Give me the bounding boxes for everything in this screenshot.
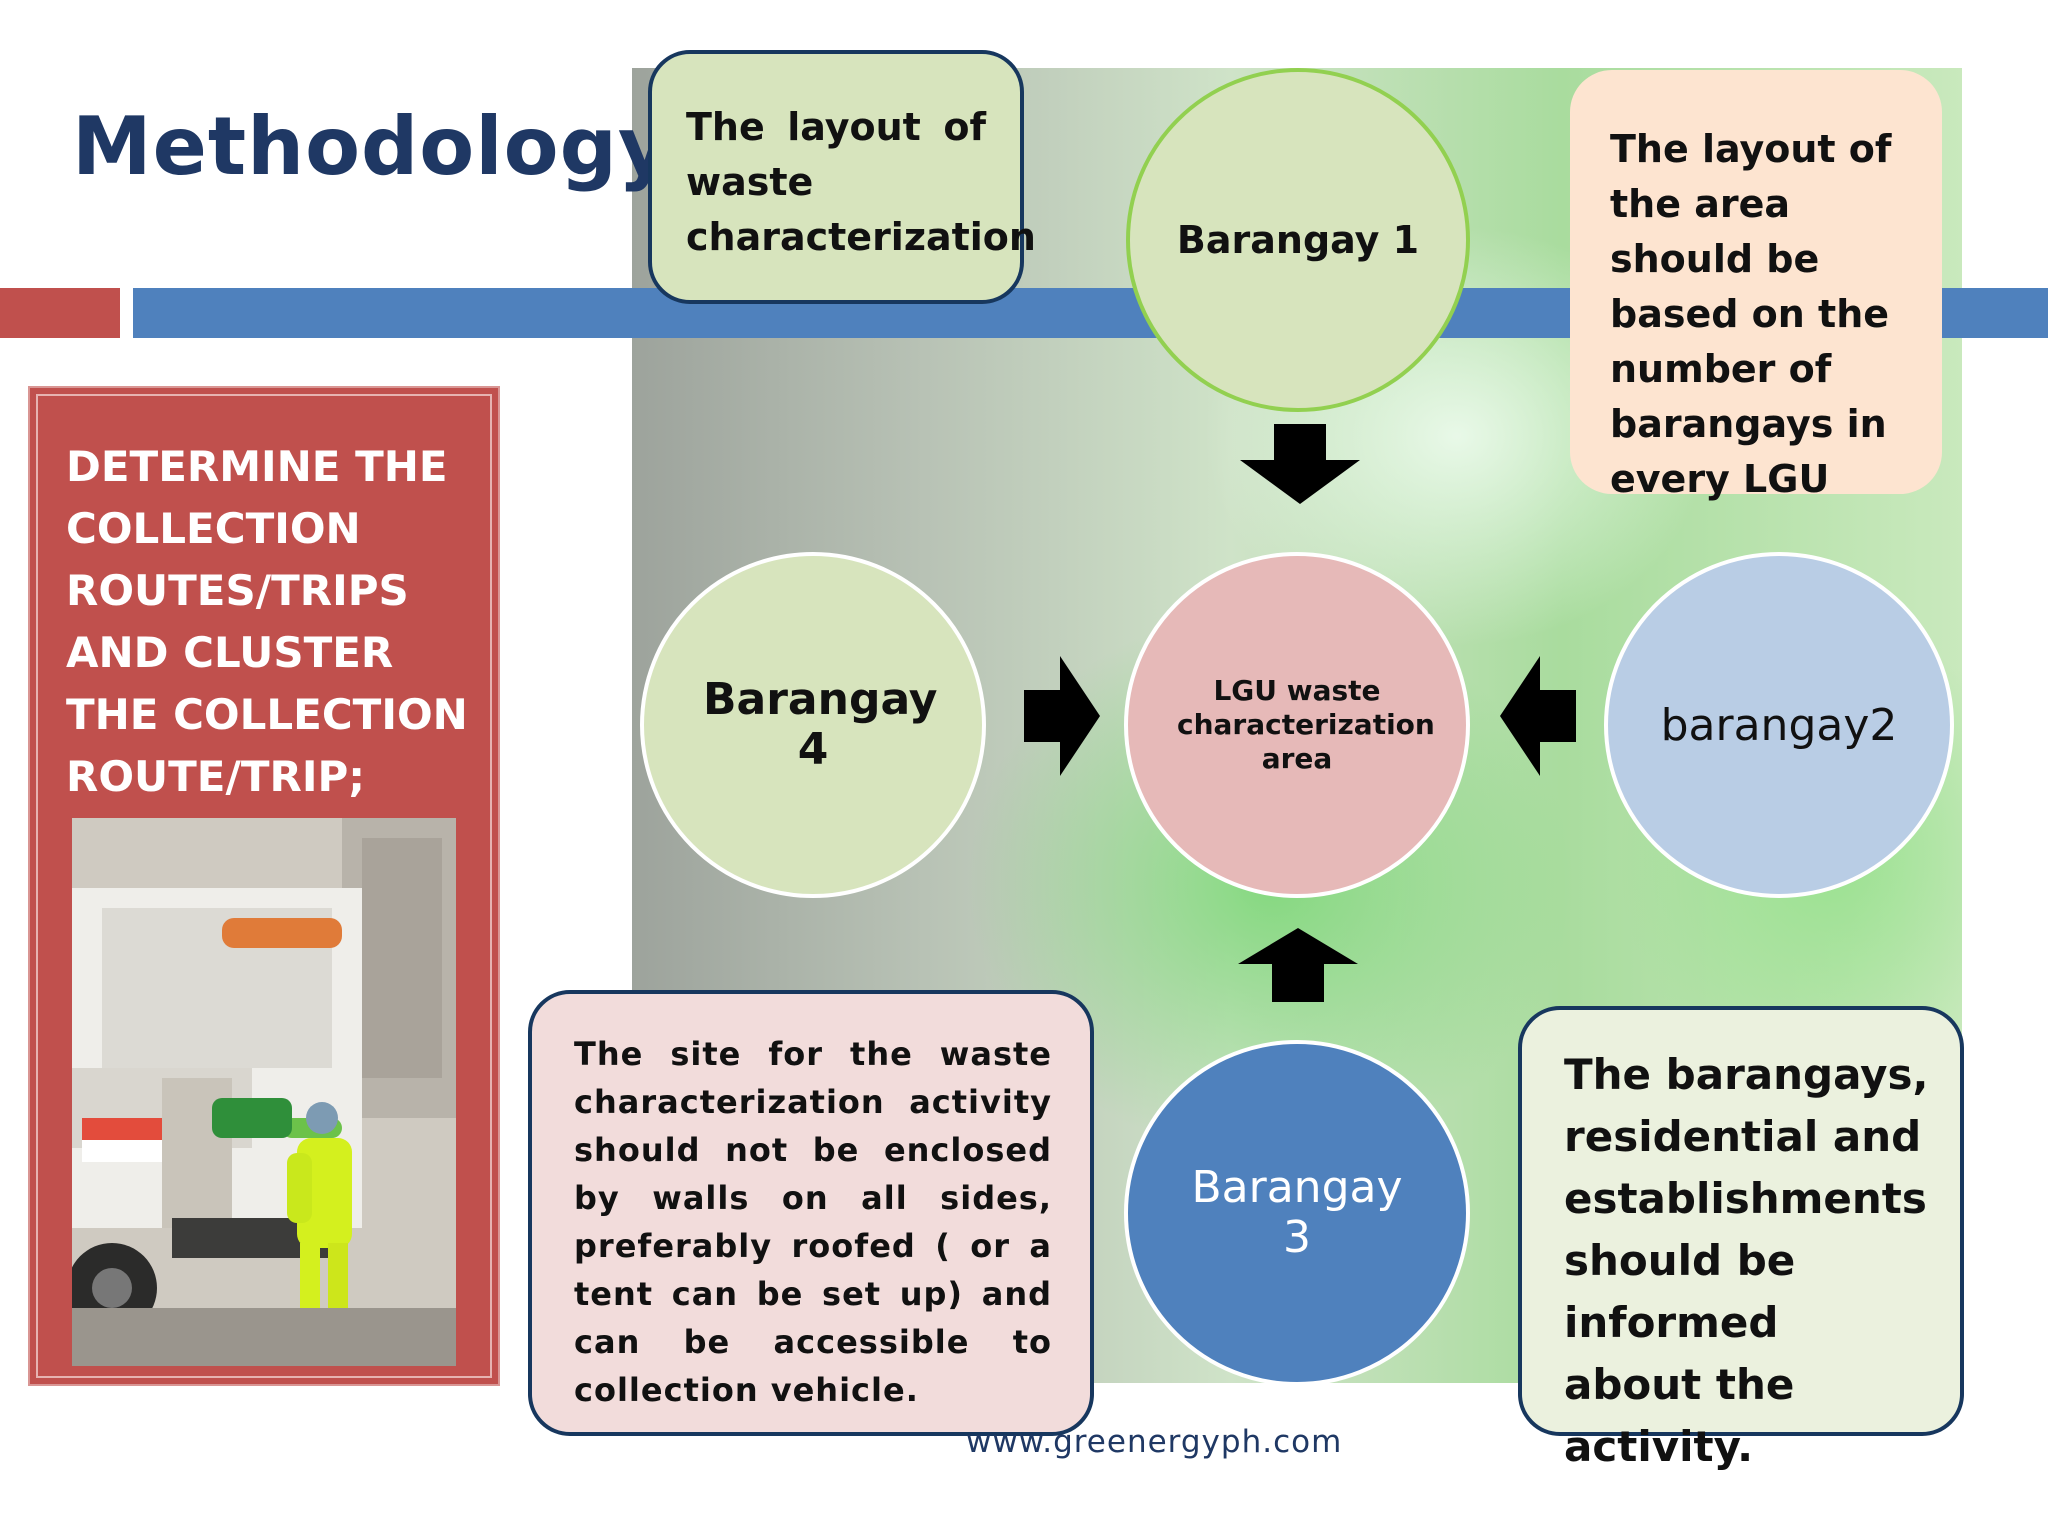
box-site-requirements: The site for the waste characterization … [528, 990, 1094, 1436]
arrow-left-icon [1500, 656, 1576, 776]
circle-barangay-4: Barangay 4 [640, 552, 986, 898]
header-accent-bar-red [0, 288, 120, 338]
box-layout-area-text: The layout of the area should be based o… [1610, 127, 1892, 501]
garbage-truck-photo [72, 818, 456, 1366]
circle-barangay-1-label: Barangay 1 [1176, 218, 1420, 262]
circle-barangay-1: Barangay 1 [1126, 68, 1470, 412]
circle-lgu-waste-area: LGU waste characterization area [1124, 552, 1470, 898]
box-inform-text: The barangays, residential and establish… [1564, 1050, 1929, 1471]
box-layout-area-note: The layout of the area should be based o… [1570, 70, 1942, 501]
box-layout-waste-characterization: The layout of waste characterization [648, 50, 1036, 304]
garbage-truck-illustration [72, 818, 456, 1366]
website-footer: www.greenergyph.com [966, 1424, 1343, 1460]
page-title: Methodology [72, 100, 672, 193]
circle-barangay-2: barangay2 [1604, 552, 1954, 898]
circle-center-label: LGU waste characterization area [1177, 674, 1435, 775]
left-panel-text: DETERMINE THE COLLECTION ROUTES/TRIPS AN… [66, 442, 468, 801]
circle-barangay-2-label: barangay2 [1660, 699, 1898, 751]
box-site-text: The site for the waste characterization … [574, 1035, 1052, 1409]
arrow-right-icon [1024, 656, 1100, 776]
circle-barangay-3-label: Barangay 3 [1191, 1162, 1403, 1263]
arrow-up-icon [1238, 928, 1358, 1002]
box-layout-text: The layout of waste characterization [686, 105, 1036, 259]
circle-barangay-3: Barangay 3 [1124, 1040, 1470, 1386]
arrow-down-icon [1240, 424, 1360, 504]
box-inform-barangays: The barangays, residential and establish… [1518, 1006, 1964, 1471]
circle-barangay-4-label: Barangay 4 [703, 674, 938, 775]
